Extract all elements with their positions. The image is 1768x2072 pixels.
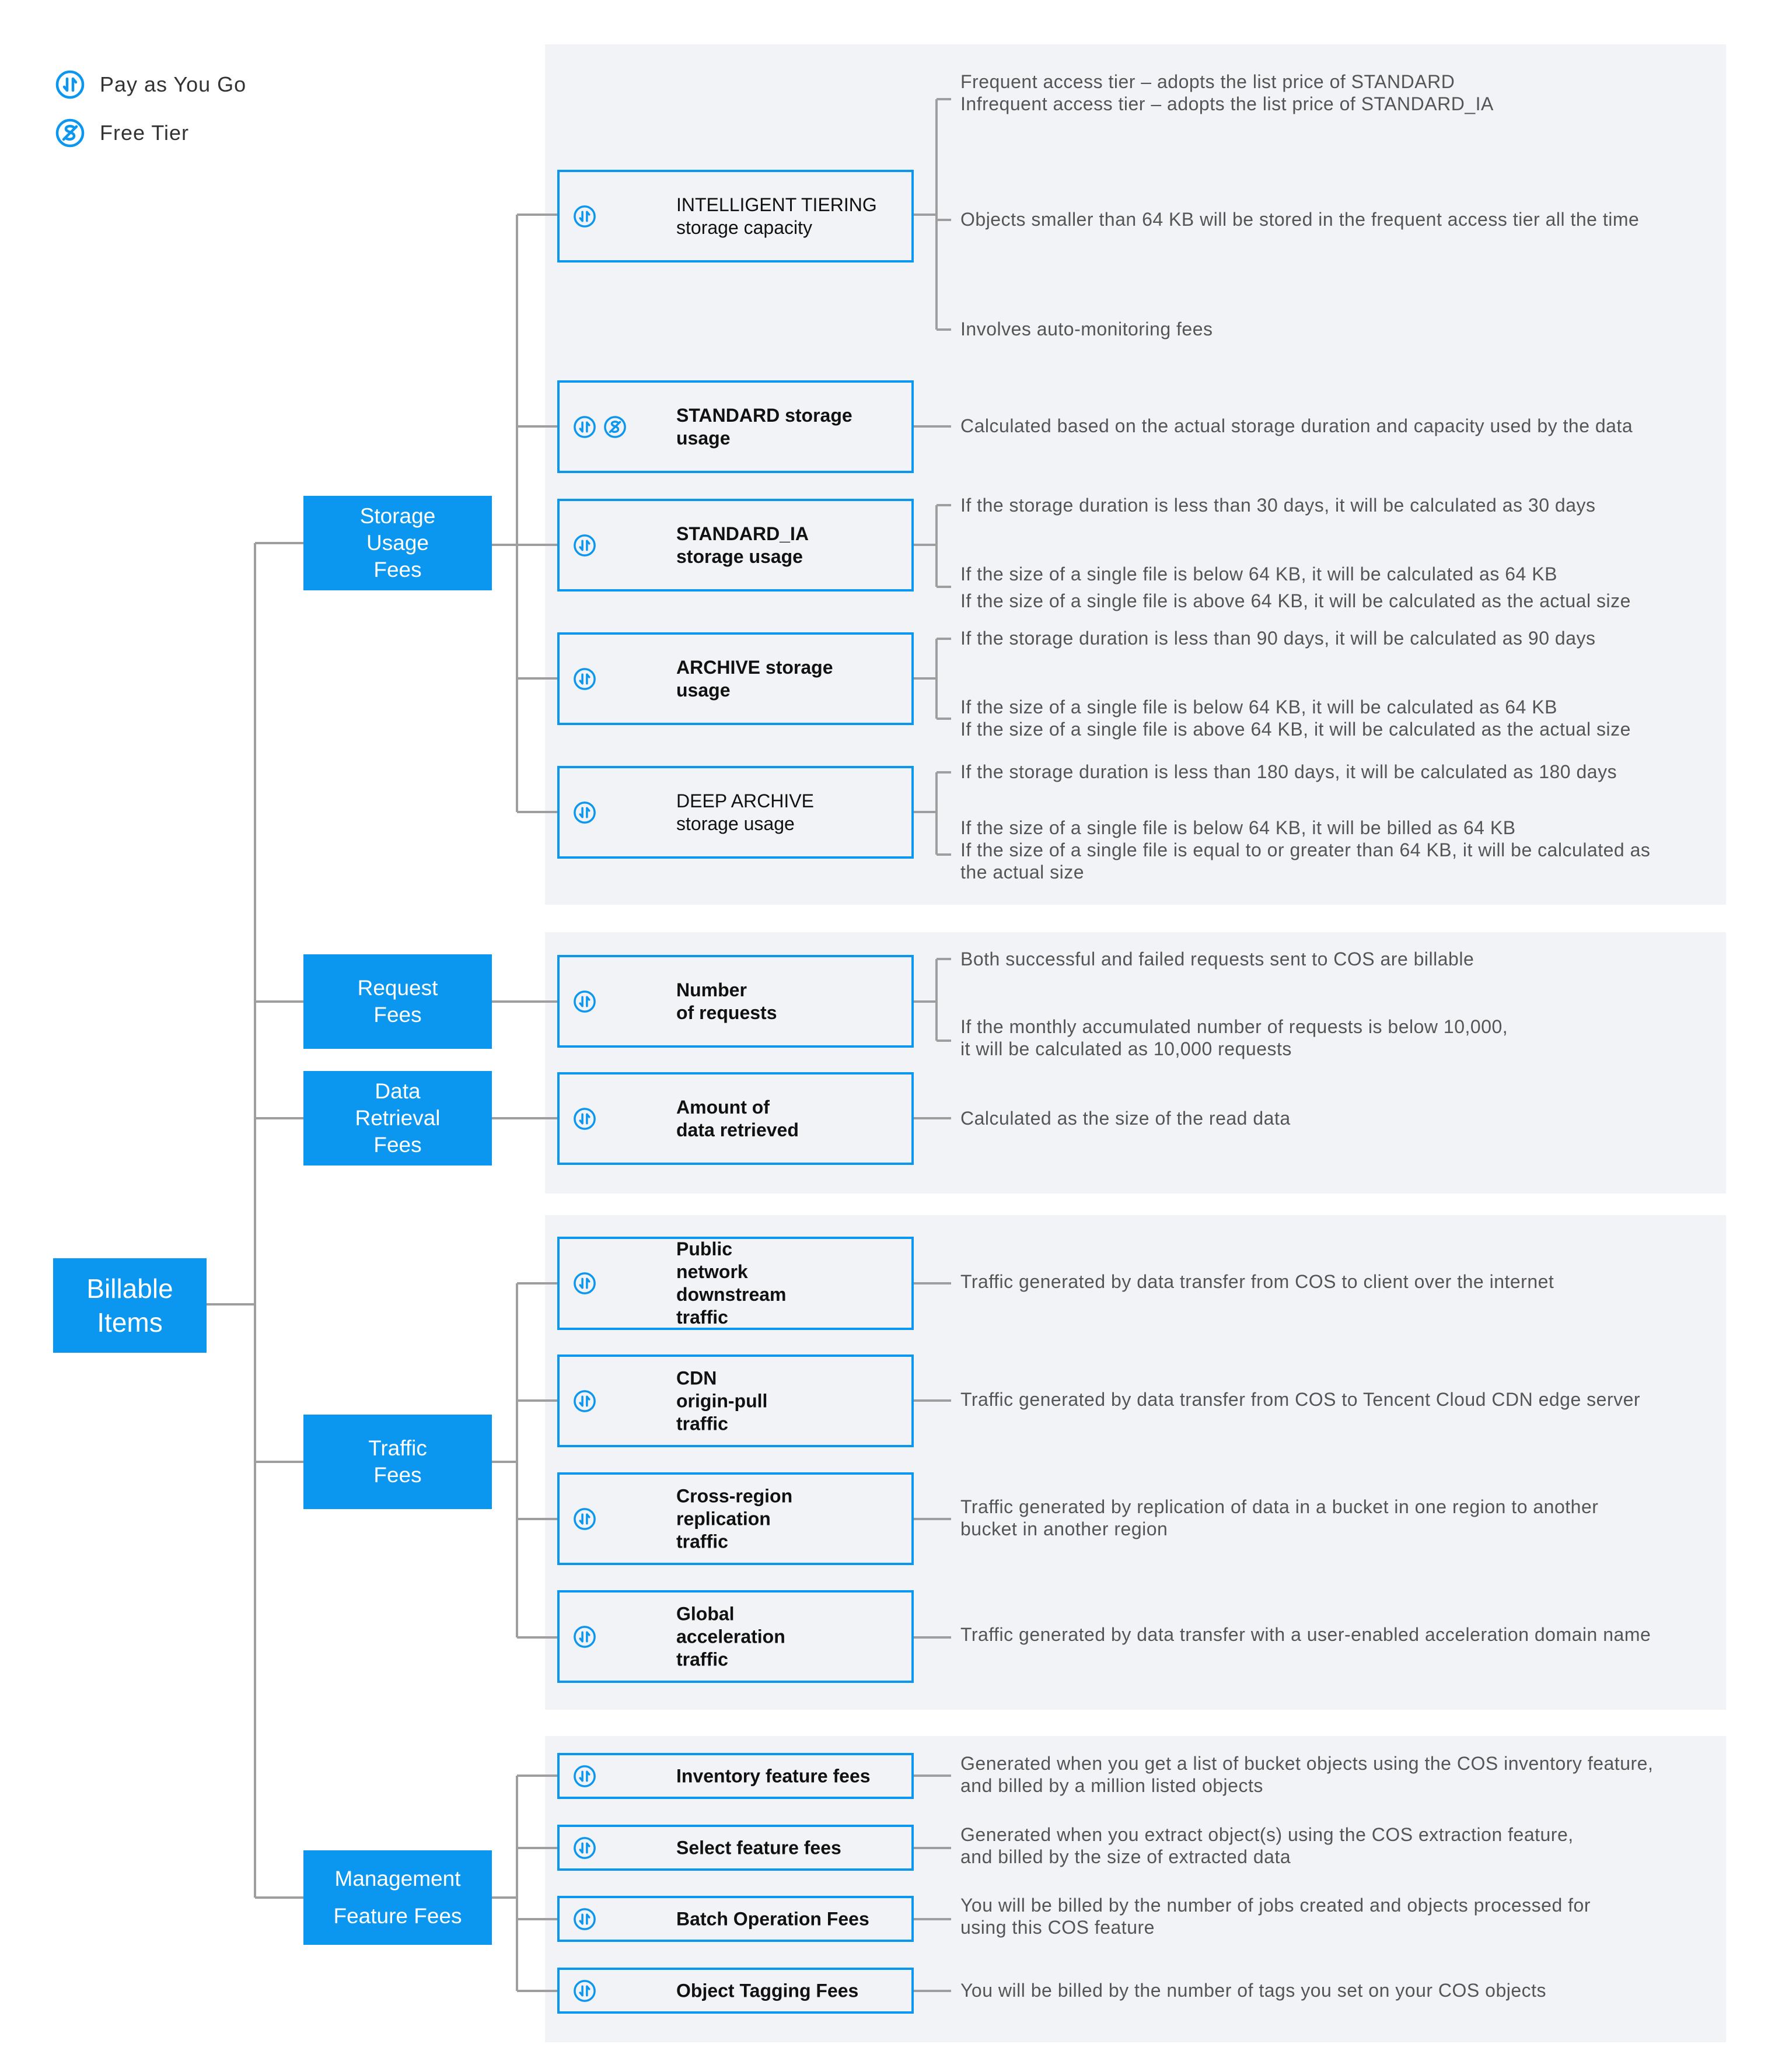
description-text: If the monthly accumulated number of req… [960,1016,1508,1059]
description-text: If the storage duration is less than 90 … [960,628,1596,649]
item-label: Batch Operation Fees [676,1908,869,1929]
description-text: If the size of a single file is below 64… [960,696,1631,740]
pay-as-you-go-icon [574,1836,596,1859]
standard-storage-item: STANDARD storage usage [557,380,914,473]
description-text: Objects smaller than 64 KB will be store… [960,209,1640,230]
description-text: You will be billed by the number of jobs… [960,1895,1591,1938]
pay-as-you-go-icon [55,70,85,99]
pay-as-you-go-icon [574,990,596,1013]
pay-as-you-go-icon [574,1765,596,1787]
management-feature-fees-node: Management Feature Fees [303,1850,492,1945]
description-text: Traffic generated by data transfer with … [960,1624,1651,1645]
description-text: Generated when you extract object(s) usi… [960,1824,1574,1867]
batch-operation-item: Batch Operation Fees [557,1896,914,1942]
item-label: Inventory feature fees [676,1765,871,1786]
data-retrieved-item: Amount of data retrieved [557,1072,914,1165]
legend-free-tier: Free Tier [54,117,189,149]
pay-as-you-go-icon [574,1390,596,1412]
item-label: DEEP ARCHIVE storage usage [676,790,814,834]
standard-ia-item: STANDARD_IA storage usage [557,499,914,592]
request-fees-node: Request Fees [303,954,492,1049]
description-text: If the size of a single file is below 64… [960,564,1631,611]
description-text: Frequent access tier – adopts the list p… [960,71,1494,114]
legend-label: Pay as You Go [100,72,247,96]
item-label: Object Tagging Fees [676,1980,859,2001]
item-label: ARCHIVE storage usage [676,656,833,701]
cdn-origin-pull-traffic-item: CDN origin-pull traffic [557,1354,914,1447]
intelligent-tiering-item: INTELLIGENT TIERING storage capacity [557,170,914,262]
billable-items-node: Billable Items [53,1258,207,1353]
traffic-fees-node: Traffic Fees [303,1415,492,1509]
legend-label: Free Tier [100,121,190,145]
free-tier-icon [604,415,626,438]
description-text: Traffic generated by data transfer from … [960,1271,1554,1292]
description-text: Generated when you get a list of bucket … [960,1753,1654,1796]
pay-as-you-go-icon [574,1272,596,1294]
description-text: If the storage duration is less than 180… [960,761,1617,782]
item-label: Select feature fees [676,1837,841,1858]
description-text: Traffic generated by replication of data… [960,1496,1599,1539]
pay-as-you-go-icon [574,205,596,228]
description-text: Involves auto-monitoring fees [960,318,1213,340]
global-acceleration-traffic-item: Global acceleration traffic [557,1590,914,1683]
description-text: Calculated as the size of the read data [960,1108,1291,1129]
item-label: STANDARD storage usage [676,404,852,449]
object-tagging-item: Object Tagging Fees [557,1968,914,2014]
data-retrieval-fees-node: Data Retrieval Fees [303,1071,492,1166]
cross-region-replication-traffic-item: Cross-region replication traffic [557,1472,914,1565]
free-tier-icon [55,118,85,148]
number-of-requests-item: Number of requests [557,955,914,1048]
pay-as-you-go-icon [574,801,596,824]
item-label: Global acceleration traffic [676,1603,785,1670]
inventory-feature-item: Inventory feature fees [557,1753,914,1799]
pay-as-you-go-icon [574,1625,596,1648]
select-feature-item: Select feature fees [557,1825,914,1871]
description-text: If the storage duration is less than 30 … [960,495,1596,516]
item-label: INTELLIGENT TIERING storage capacity [676,194,877,238]
item-label: CDN origin-pull traffic [676,1367,768,1434]
description-text: Traffic generated by data transfer from … [960,1389,1641,1410]
legend-pay-as-you-go: Pay as You Go [54,69,246,100]
pay-as-you-go-icon [574,1107,596,1130]
pay-as-you-go-icon [574,415,596,438]
pay-as-you-go-icon [574,1979,596,2002]
description-text: You will be billed by the number of tags… [960,1980,1547,2001]
pay-as-you-go-icon [574,1507,596,1530]
item-label: Public network downstream traffic [676,1238,787,1328]
deep-archive-item: DEEP ARCHIVE storage usage [557,766,914,859]
pay-as-you-go-icon [574,534,596,556]
storage-usage-fees-node: Storage Usage Fees [303,496,492,590]
public-network-traffic-item: Public network downstream traffic [557,1237,914,1330]
description-text: Both successful and failed requests sent… [960,949,1475,970]
item-label: Amount of data retrieved [676,1096,799,1140]
archive-storage-item: ARCHIVE storage usage [557,632,914,725]
pay-as-you-go-icon [574,667,596,690]
description-text: Calculated based on the actual storage d… [960,415,1633,436]
pay-as-you-go-icon [574,1908,596,1930]
item-label: Cross-region replication traffic [676,1485,793,1552]
item-label: Number of requests [676,979,777,1023]
description-text: If the size of a single file is below 64… [960,817,1651,883]
item-label: STANDARD_IA storage usage [676,523,809,567]
